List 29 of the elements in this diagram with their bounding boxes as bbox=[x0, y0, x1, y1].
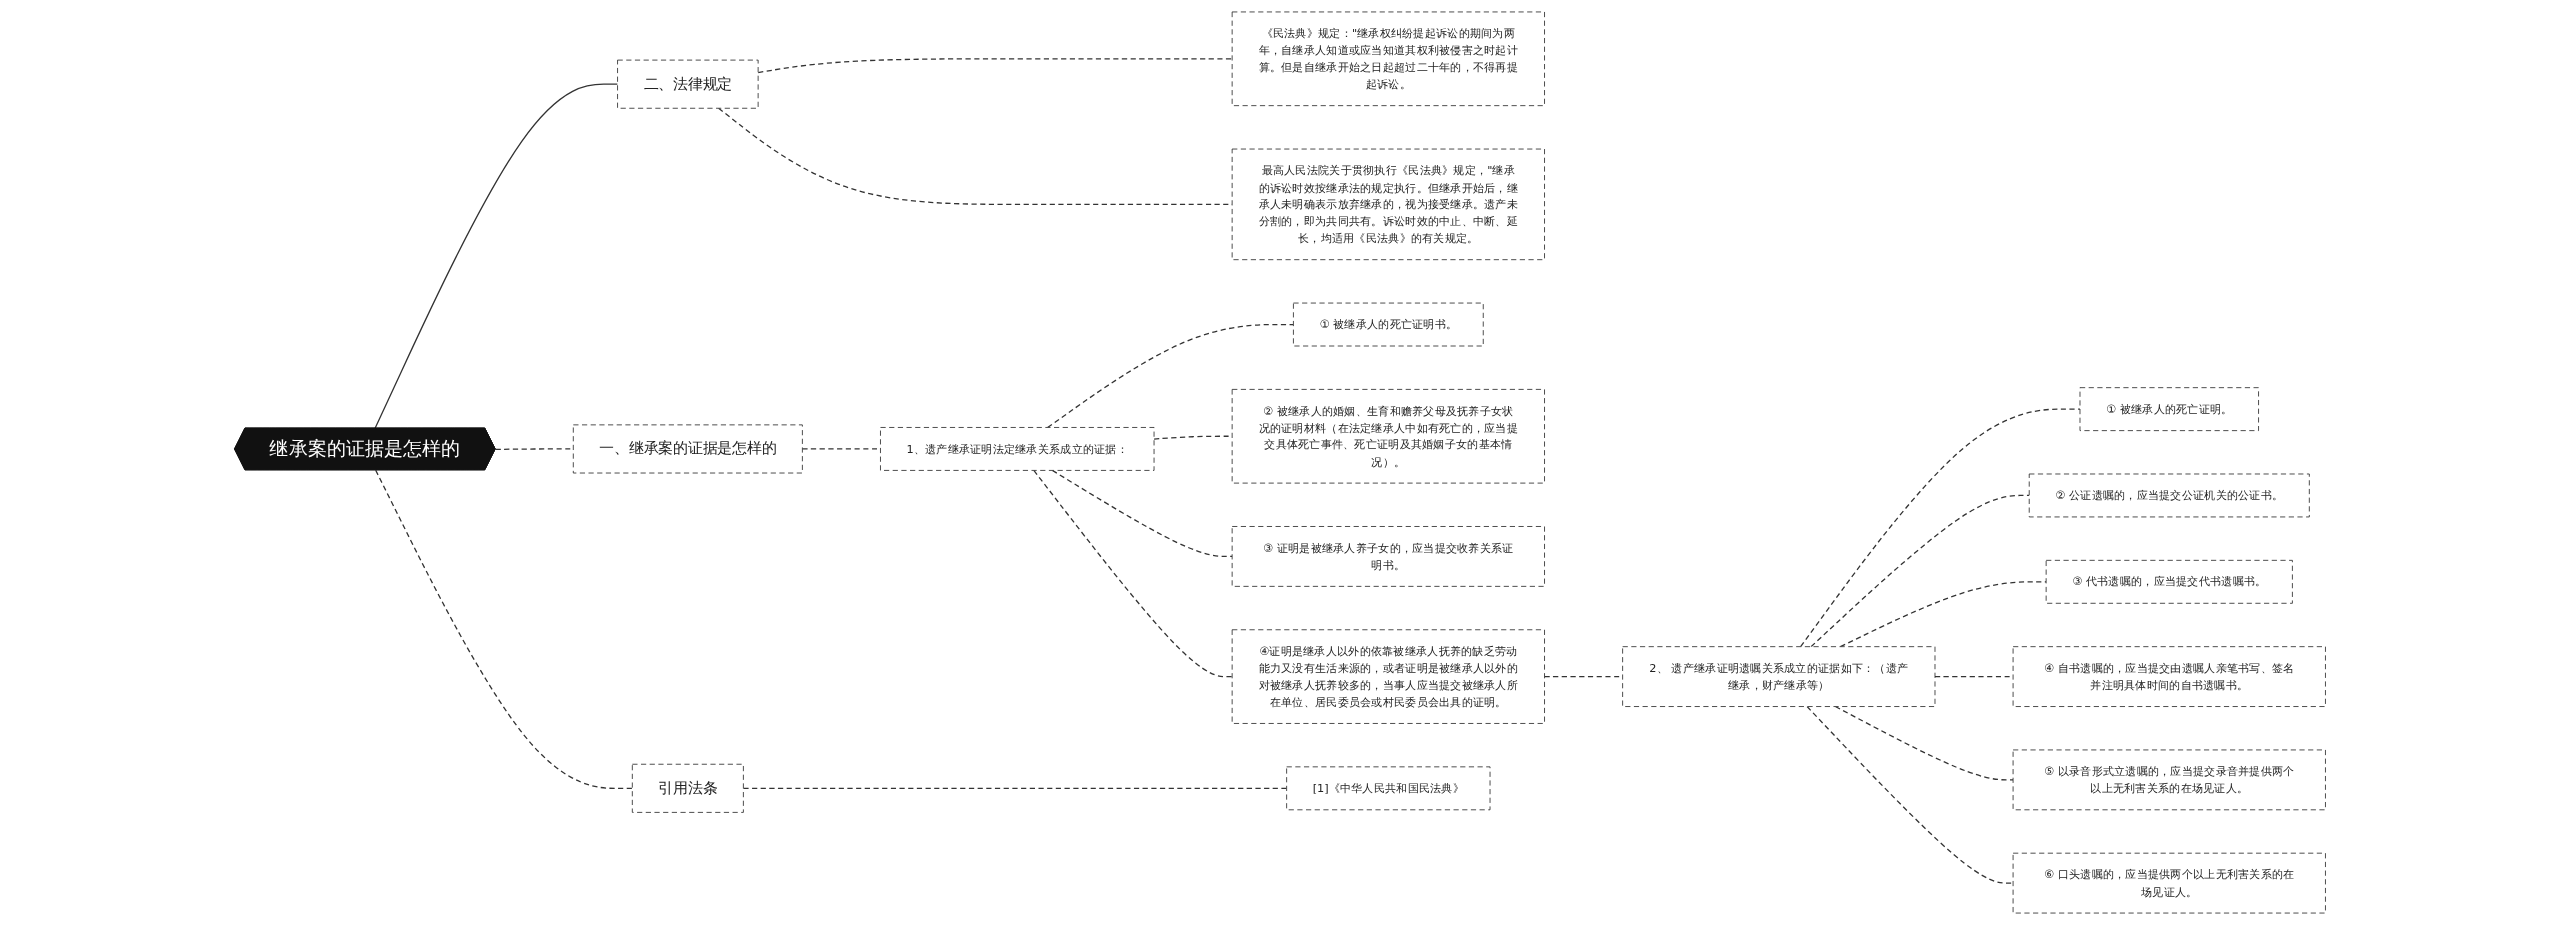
connector bbox=[1033, 469, 1233, 678]
node-box: ① 被继承人的死亡证明书。 bbox=[1292, 302, 1484, 347]
connector bbox=[1046, 323, 1295, 429]
connector bbox=[1810, 494, 2030, 648]
connector bbox=[1051, 469, 1233, 558]
node-box: 《民法典》规定："继承权纠纷提起诉讼的期间为两年，自继承人知道或应当知道其权利被侵害之时起计算。但是自继承开始之日起超过二十年的，不得再提起诉讼。 bbox=[1231, 11, 1545, 107]
node-box: ③ 代书遗嘱的，应当提交代书遗嘱书。 bbox=[2045, 559, 2293, 604]
node-box: ④ 自书遗嘱的，应当提交由遗嘱人亲笔书写、签名并注明具体时间的自书遗嘱书。 bbox=[2012, 646, 2326, 707]
node-box: ③ 证明是被继承人养子女的，应当提交收养关系证明书。 bbox=[1231, 526, 1545, 587]
node-box: ② 被继承人的婚姻、生育和赡养父母及抚养子女状况的证明材料（在法定继承人中如有死亡的，应当提交具体死亡事件、死亡证明及其婚姻子女的基本情况）。 bbox=[1231, 388, 1545, 484]
connector bbox=[757, 58, 1233, 74]
node-box: 1、遗产继承证明法定继承关系成立的证据： bbox=[880, 427, 1155, 471]
node-box: 引用法条 bbox=[631, 763, 744, 813]
node-box: 2、 遗产继承证明遗嘱关系成立的证据如下：（遗产继承，财产继承等） bbox=[1622, 646, 1936, 707]
node-box: [1]《中华人民共和国民法典》 bbox=[1286, 766, 1491, 811]
node-box: 最高人民法院关于贯彻执行《民法典》规定，"继承的诉讼时效按继承法的规定执行。但继承开始后，继承人未明确表示放弃继承的，视为接受继承。遗产未分割的，即为共同共有。诉讼时效的中止、中断、延长，均适用《民法典》的有关规定。 bbox=[1231, 148, 1545, 261]
node-box: ① 被继承人的死亡证明。 bbox=[2079, 387, 2259, 432]
node-box: ④证明是继承人以外的依靠被继承人抚养的缺乏劳动能力又没有生活来源的，或者证明是被继承人以外的对被继承人抚养较多的，当事人应当提交被继承人所在单位、居民委员会或村民委员会出具的证明。 bbox=[1231, 629, 1545, 724]
connector bbox=[742, 787, 1288, 789]
node-box: 二、法律规定 bbox=[617, 59, 759, 109]
connector bbox=[1806, 705, 2014, 884]
node-box: ⑤ 以录音形式立遗嘱的，应当提交录音并提供两个以上无利害关系的在场见证人。 bbox=[2012, 749, 2326, 811]
node-box: 一、继承案的证据是怎样的 bbox=[572, 424, 803, 474]
node-box: ⑥ 口头遗嘱的，应当提供两个以上无利害关系的在场见证人。 bbox=[2012, 852, 2326, 914]
connector bbox=[1834, 705, 2014, 781]
connector bbox=[1839, 581, 2047, 648]
connector bbox=[374, 83, 619, 430]
connector bbox=[375, 469, 633, 789]
node-box: ② 公证遗嘱的，应当提交公证机关的公证书。 bbox=[2028, 473, 2310, 518]
